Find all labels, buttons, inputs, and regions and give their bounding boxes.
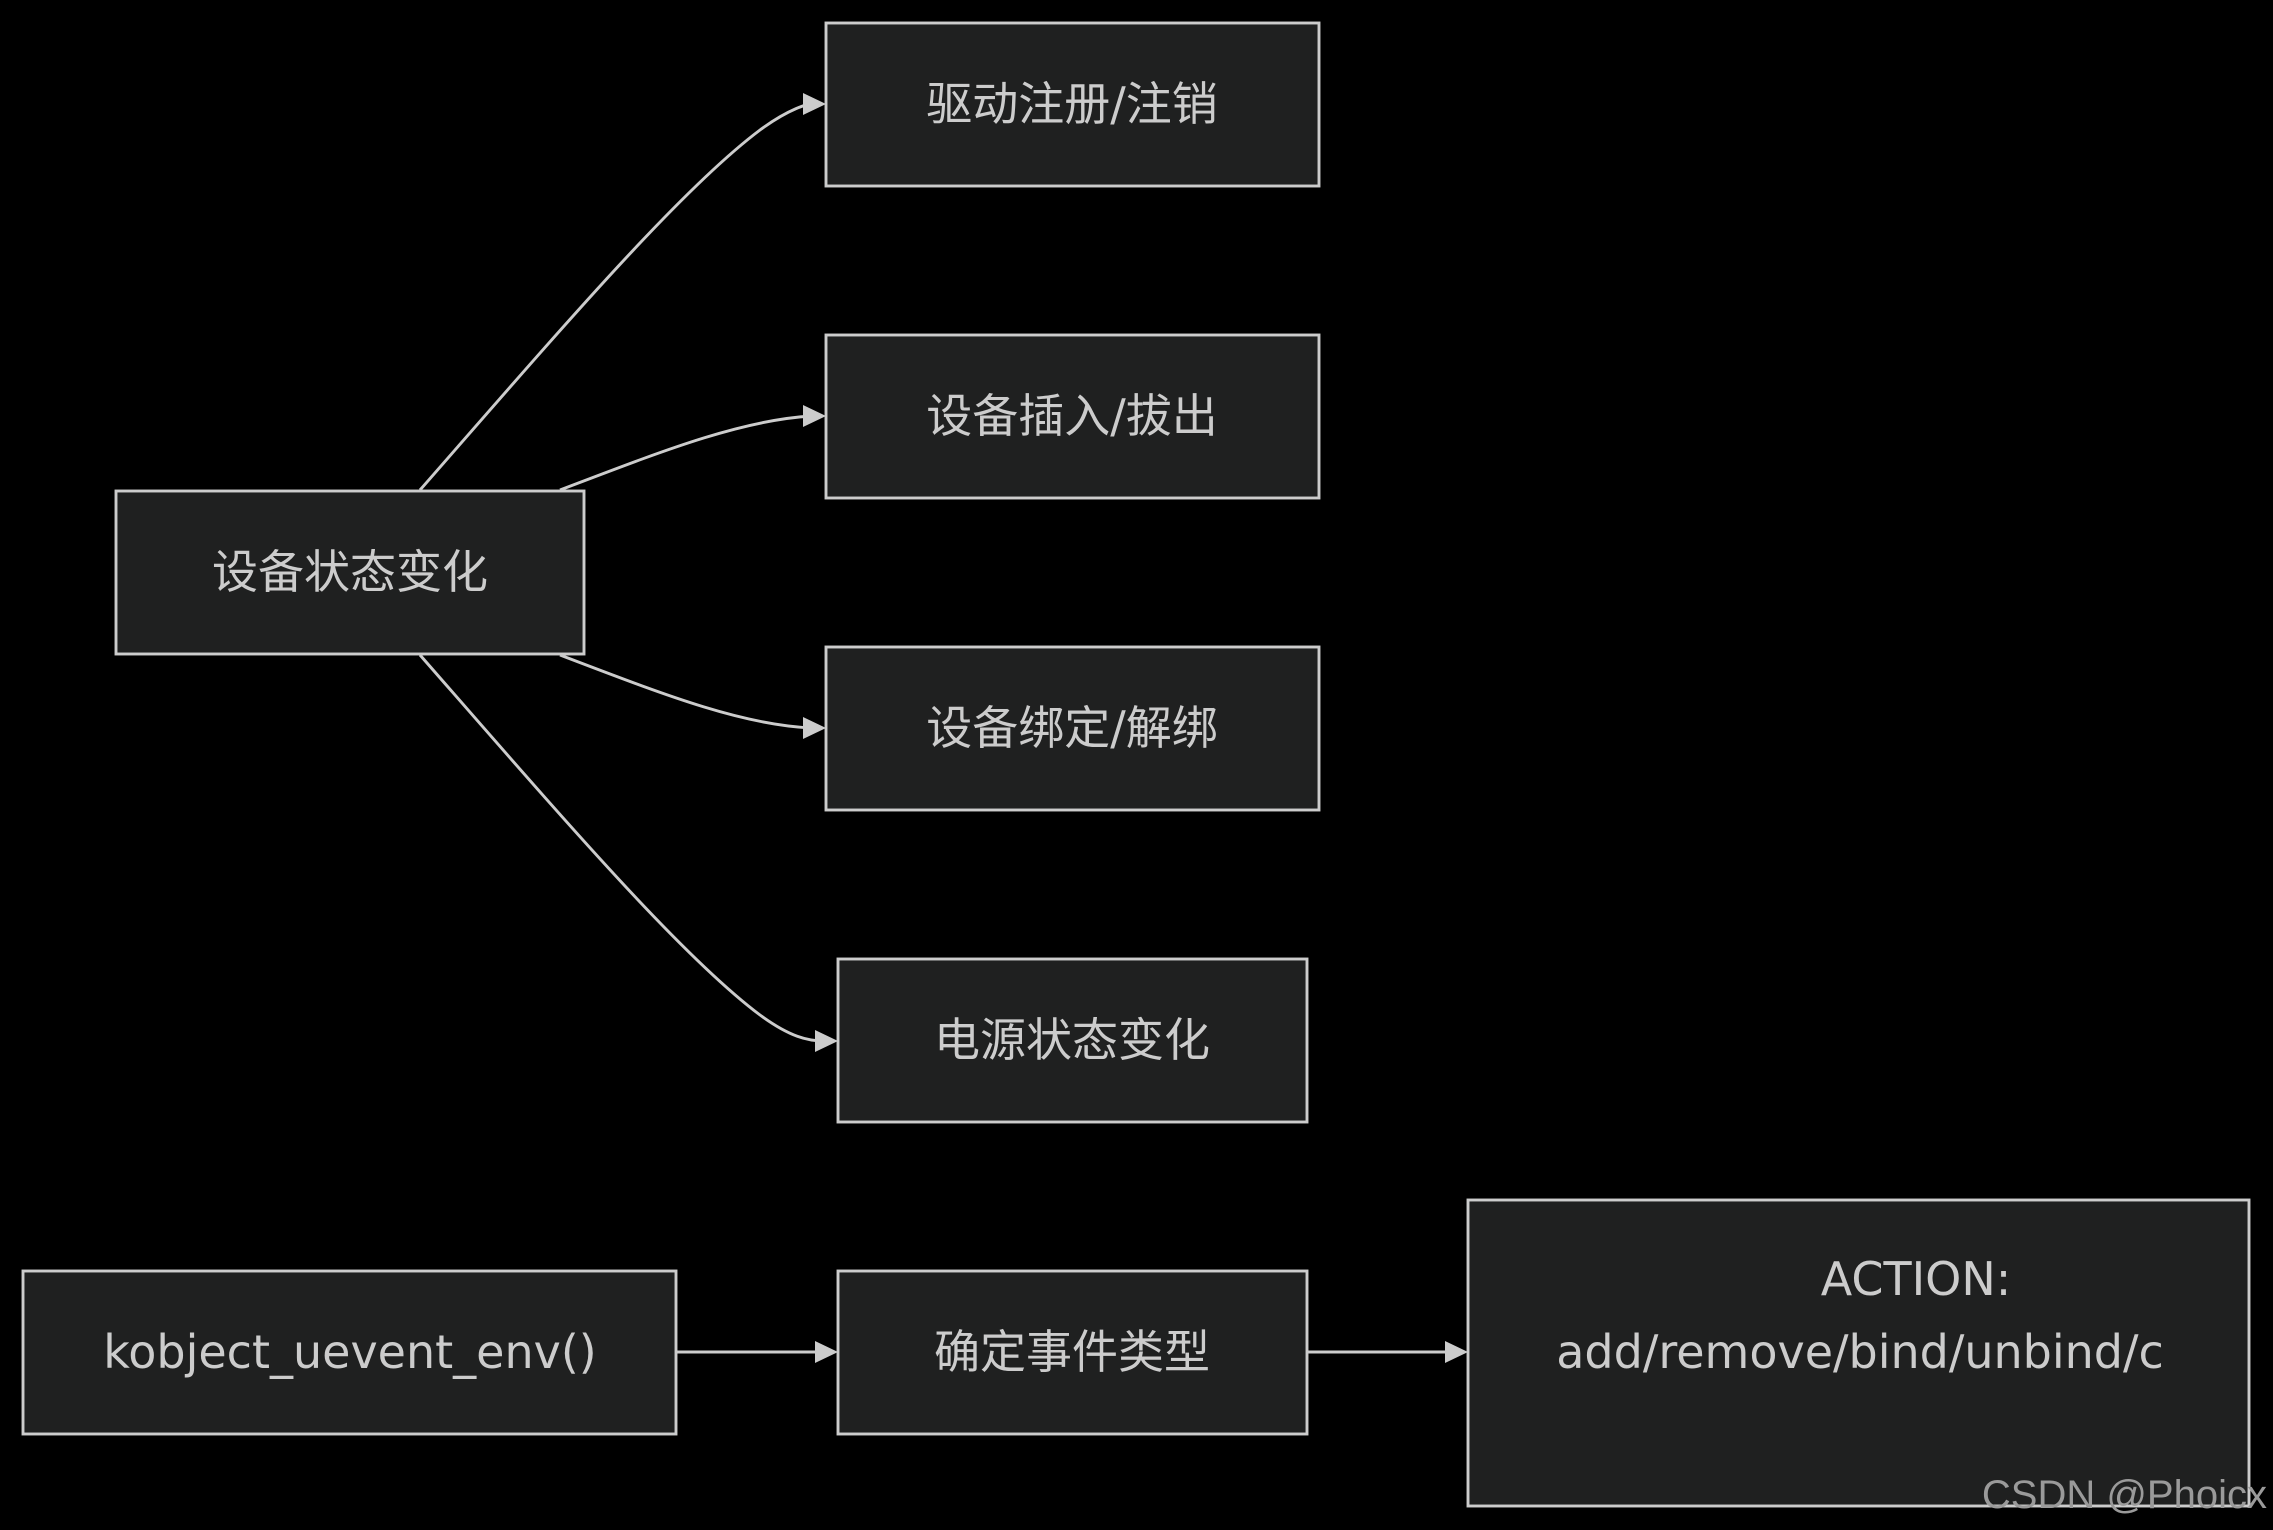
node-device-state-change-label: 设备状态变化 xyxy=(212,545,488,599)
edge-state-to-driver xyxy=(418,102,813,491)
node-action: ACTION: add/remove/bind/unbind/c xyxy=(1466,1198,2251,1508)
arrowhead-bind xyxy=(803,717,826,739)
node-kobject-uevent-env: kobject_uevent_env() xyxy=(21,1269,678,1436)
edge-state-to-plug xyxy=(559,414,813,492)
node-driver-register-label: 驱动注册/注销 xyxy=(926,77,1218,131)
node-determine-event-type-label: 确定事件类型 xyxy=(934,1325,1210,1379)
arrowhead-plug xyxy=(803,405,826,427)
node-driver-register: 驱动注册/注销 xyxy=(824,21,1321,188)
node-power-state-change: 电源状态变化 xyxy=(836,957,1309,1124)
node-determine-event-type: 确定事件类型 xyxy=(836,1269,1309,1436)
node-power-state-change-label: 电源状态变化 xyxy=(934,1013,1210,1067)
watermark: CSDN @Phoicx xyxy=(1981,1473,2267,1517)
node-device-state-change: 设备状态变化 xyxy=(114,489,586,656)
node-device-bind: 设备绑定/解绑 xyxy=(824,645,1321,812)
node-device-plug-label: 设备插入/拔出 xyxy=(926,389,1218,443)
arrowhead-type xyxy=(815,1341,838,1363)
arrowhead-power xyxy=(815,1030,838,1052)
node-device-bind-label: 设备绑定/解绑 xyxy=(926,701,1218,755)
arrowhead-action xyxy=(1445,1341,1468,1363)
node-device-plug: 设备插入/拔出 xyxy=(824,333,1321,500)
node-action-label-line1: ACTION: xyxy=(1821,1252,2012,1306)
node-action-label-line2: add/remove/bind/unbind/c xyxy=(1556,1325,2164,1379)
node-kobject-uevent-env-label: kobject_uevent_env() xyxy=(103,1325,597,1379)
arrowhead-driver xyxy=(803,93,826,115)
edge-state-to-power xyxy=(418,654,825,1043)
edge-state-to-bind xyxy=(559,653,813,730)
